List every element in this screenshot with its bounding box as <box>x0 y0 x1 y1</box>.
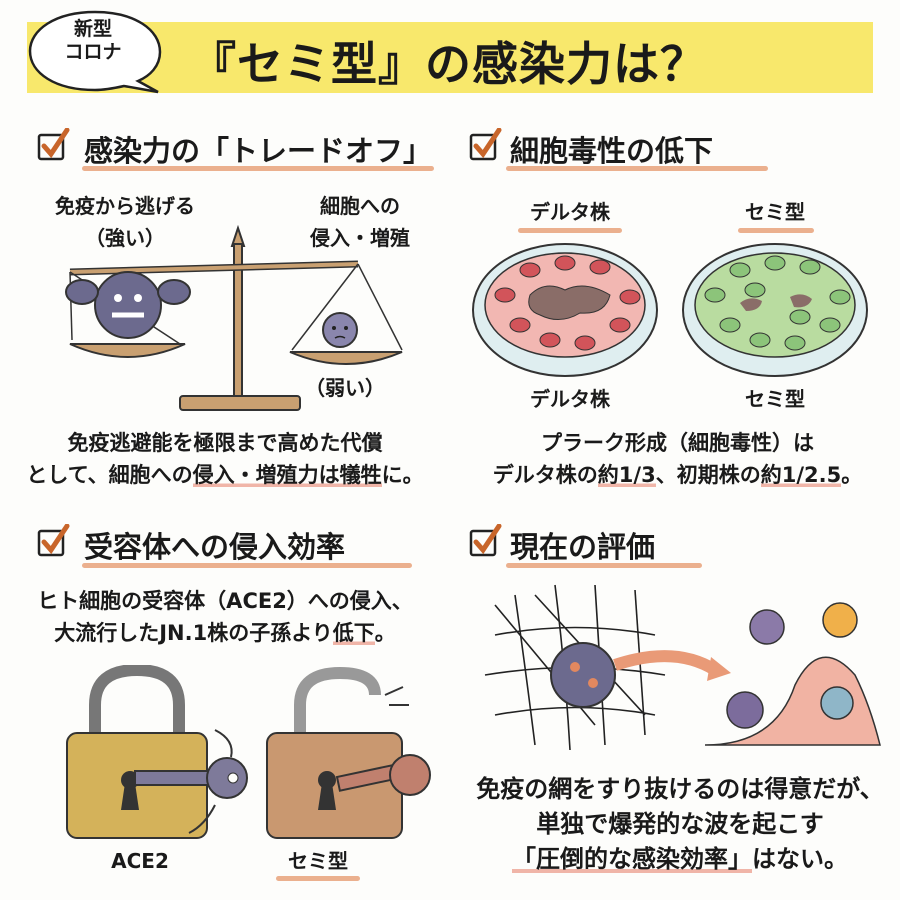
section-heading-tradeoff: 感染力の「トレードオフ」 <box>84 134 433 168</box>
caption-highlight: 約1/2.5 <box>760 463 842 487</box>
caption-text: 。 <box>841 463 863 487</box>
label-line: 侵入・増殖 <box>310 226 410 250</box>
caption-text: として、細胞への <box>26 463 193 487</box>
label-line: （強い） <box>85 226 165 250</box>
label-underline <box>276 876 360 881</box>
semi-label-top: セミ型 <box>745 200 805 224</box>
mismatched-key-icon <box>335 754 431 796</box>
page-title: 『セミ型』の感染力は？ <box>190 37 707 91</box>
immune-escape-label: 免疫から逃げる （強い） <box>25 190 225 254</box>
section-heading-cytotoxicity: 細胞毒性の低下 <box>510 134 714 168</box>
rotate-arrow-icon <box>214 729 233 758</box>
worried-virus-icon <box>726 691 764 729</box>
sweating-virus-icon <box>822 602 858 638</box>
struggle-lines-icon <box>384 686 409 706</box>
section-heading-assessment: 現在の評価 <box>510 530 656 564</box>
fitting-key-icon <box>134 757 248 799</box>
section-heading-receptor: 受容体への侵入効率 <box>84 530 346 564</box>
heading-underline <box>82 166 434 171</box>
text-highlight: 「圧倒的な感染効率」 <box>512 845 752 873</box>
delta-label-bottom: デルタ株 <box>530 387 610 411</box>
bubble-line-1: 新型 <box>73 18 112 40</box>
semi-label-bottom: セミ型 <box>745 387 805 411</box>
caption-line: 免疫逃避能を極限まで高めた代償 <box>67 431 383 455</box>
escaping-virus-icon <box>550 642 616 708</box>
rotate-arrow-icon <box>188 804 216 834</box>
petri-dishes-illustration <box>472 243 868 377</box>
heading-underline <box>82 563 412 568</box>
ace2-label: ACE2 <box>111 849 169 873</box>
infection-wave-icon <box>704 656 881 746</box>
motion-arrow-icon <box>613 650 719 676</box>
cell-entry-label: 細胞への 侵入・増殖 <box>280 190 440 254</box>
label-underline <box>518 228 622 233</box>
text-highlight: 低下 <box>332 621 375 645</box>
heading-underline <box>506 166 768 171</box>
checkbox-checked-icon <box>469 524 502 557</box>
angry-virus-icon <box>749 609 785 645</box>
text-line: 「圧倒的な感染効率」はない。 <box>455 842 900 877</box>
caption-highlight: 侵入・増殖力は犠牲 <box>192 463 382 487</box>
tradeoff-caption: 免疫逃避能を極限まで高めた代償 として、細胞への侵入・増殖力は犠牲に。 <box>0 427 450 491</box>
locks-illustration <box>66 665 431 839</box>
caption-line: デルタ株の約1/3、初期株の約1/2.5。 <box>455 459 900 491</box>
ace2-lock-icon <box>66 665 208 839</box>
semi-lock-icon <box>266 666 403 839</box>
caption-line: プラーク形成（細胞毒性）は <box>541 431 814 455</box>
caption-highlight: 約1/3 <box>597 463 656 487</box>
receptor-text: ヒト細胞の受容体（ACE2）への侵入、 大流行したJN.1株の子孫より低下。 <box>0 585 450 649</box>
text-line: ヒト細胞の受容体（ACE2）への侵入、 <box>37 589 413 613</box>
label-line: 細胞への <box>320 194 400 218</box>
text: 。 <box>374 621 396 645</box>
caption-text: デルタ株の <box>492 463 598 487</box>
checkbox-checked-icon <box>37 128 70 161</box>
cytotoxicity-caption: プラーク形成（細胞毒性）は デルタ株の約1/3、初期株の約1/2.5。 <box>455 427 900 491</box>
checkbox-checked-icon <box>469 128 502 161</box>
label-line: 免疫から逃げる <box>55 194 195 218</box>
caption-line: として、細胞への侵入・増殖力は犠牲に。 <box>0 459 450 491</box>
caption-text: に。 <box>381 463 424 487</box>
text-line: 免疫の網をすり抜けるのは得意だが、 <box>476 775 884 803</box>
label-underline <box>738 228 814 233</box>
weak-label: （弱い） <box>305 376 385 400</box>
text: はない。 <box>752 845 848 873</box>
strong-virus-icon <box>65 271 191 339</box>
text-line: 単独で爆発的な波を起こす <box>536 810 824 838</box>
text-line: 大流行したJN.1株の子孫より低下。 <box>0 617 450 649</box>
caption-text: 、初期株の <box>655 463 761 487</box>
immune-net-illustration <box>484 584 881 751</box>
delta-petri-dish-icon <box>472 243 658 377</box>
tired-virus-icon <box>820 686 854 720</box>
balance-scale-illustration <box>65 224 403 411</box>
semi-petri-dish-icon <box>682 243 868 377</box>
assessment-text: 免疫の網をすり抜けるのは得意だが、 単独で爆発的な波を起こす 「圧倒的な感染効率… <box>455 772 900 877</box>
delta-label-top: デルタ株 <box>530 200 610 224</box>
title-banner <box>27 22 873 93</box>
semi-lock-label: セミ型 <box>288 849 348 873</box>
text: 大流行したJN.1株の子孫より <box>54 621 333 645</box>
bubble-label: 新型 コロナ <box>48 18 138 64</box>
bubble-line-2: コロナ <box>64 41 122 63</box>
weak-virus-icon <box>322 312 358 348</box>
speech-bubble-icon <box>28 10 162 94</box>
heading-underline <box>506 563 702 568</box>
checkbox-checked-icon <box>37 524 70 557</box>
